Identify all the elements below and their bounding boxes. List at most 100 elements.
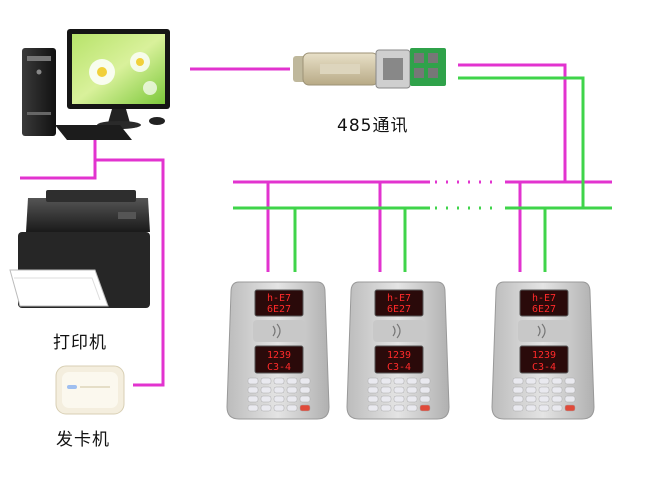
keypad-key: [538, 404, 550, 412]
keypad-key: [419, 386, 431, 394]
keypad-key: [286, 377, 298, 385]
terminal-bottom-display-text: C3-4: [532, 362, 556, 373]
desktop-computer-icon: [22, 29, 170, 140]
keypad-key: [273, 377, 285, 385]
keyboard-icon: [55, 125, 132, 140]
pc-to-card-issuer-link: [95, 158, 165, 387]
keypad-key: [380, 377, 392, 385]
terminal-bottom-display-text: C3-4: [267, 362, 291, 373]
comm-label: 485通讯: [337, 116, 408, 136]
keypad-key: [367, 377, 379, 385]
keypad-key: [286, 395, 298, 403]
keypad-key: [512, 386, 524, 394]
keypad-key: [299, 377, 311, 385]
keypad-key: [406, 395, 418, 403]
keypad-key: [380, 386, 392, 394]
terminal-bottom-display: [254, 345, 304, 374]
card-issuer-label: 发卡机: [56, 430, 110, 450]
keypad-key: [551, 377, 563, 385]
converter-to-magenta-bus: [458, 63, 567, 182]
keypad-key: [564, 404, 576, 412]
keypad-key: [551, 395, 563, 403]
keypad-key: [419, 377, 431, 385]
keypad-key: [538, 377, 550, 385]
terminal-top-display-text: h-E7: [387, 293, 411, 304]
keypad-key: [564, 395, 576, 403]
keypad-key: [367, 386, 379, 394]
keypad-key: [393, 377, 405, 385]
keypad-key: [406, 377, 418, 385]
printer-label: 打印机: [53, 333, 107, 353]
terminal-top-display: [519, 289, 569, 317]
terminal-top-display-text: 6E27: [387, 304, 411, 315]
keypad-key: [286, 404, 298, 412]
terminal-bottom-display: [519, 345, 569, 374]
rf-reader-area: [253, 320, 305, 342]
keypad-key: [538, 386, 550, 394]
terminal-top-display: [254, 289, 304, 317]
keypad-key: [525, 377, 537, 385]
keypad-key: [406, 386, 418, 394]
keypad-key: [299, 395, 311, 403]
rf-reader-area: [373, 320, 425, 342]
keypad-key: [512, 377, 524, 385]
keypad-key: [512, 395, 524, 403]
keypad-key: [538, 395, 550, 403]
terminal-bottom-display-text: C3-4: [387, 362, 411, 373]
keypad-key: [367, 395, 379, 403]
terminal-top-display-text: h-E7: [267, 293, 291, 304]
keypad-key: [247, 377, 259, 385]
terminals: h-E76E271239C3-4h-E76E271239C3-4h-E76E27…: [226, 281, 595, 420]
keypad-key: [551, 386, 563, 394]
keypad-key: [525, 386, 537, 394]
keypad-key: [273, 386, 285, 394]
keypad-key: [247, 395, 259, 403]
terminal-bottom-display-text: 1239: [267, 350, 291, 361]
keypad-key: [406, 404, 418, 412]
keypad-key: [273, 404, 285, 412]
terminal-bottom-display: [374, 345, 424, 374]
keypad-key: [419, 395, 431, 403]
contactless-icon: [537, 323, 546, 339]
keypad-key: [260, 404, 272, 412]
keypad-key: [512, 404, 524, 412]
keypad-key: [367, 404, 379, 412]
terminal-bottom-display-text: 1239: [387, 350, 411, 361]
monitor-icon: [67, 29, 170, 129]
keypad-key: [286, 386, 298, 394]
printer-icon: [9, 190, 150, 308]
keypad-key: [525, 395, 537, 403]
mouse-icon: [149, 117, 165, 125]
terminal-top-display: [374, 289, 424, 317]
keypad-key: [299, 404, 311, 412]
keypad-key: [551, 404, 563, 412]
pc-to-printer-link: [20, 140, 97, 180]
keypad-key: [419, 404, 431, 412]
keypad-key: [393, 395, 405, 403]
contactless-icon: [272, 323, 281, 339]
keypad-key: [564, 377, 576, 385]
terminal-top-display-text: h-E7: [532, 293, 556, 304]
keypad-key: [260, 395, 272, 403]
keypad-key: [260, 377, 272, 385]
converter-to-green-bus: [458, 76, 585, 208]
keypad-key: [564, 386, 576, 394]
wiring: [20, 63, 612, 387]
keypad-key: [380, 404, 392, 412]
keypad-key: [380, 395, 392, 403]
converter-icon: [293, 48, 446, 89]
rf-reader-area: [518, 320, 570, 342]
card-issuer-icon: [55, 365, 125, 415]
keypad-key: [247, 386, 259, 394]
keypad-key: [299, 386, 311, 394]
terminal-top-display-text: 6E27: [267, 304, 291, 315]
keypad-key: [393, 404, 405, 412]
keypad-key: [525, 404, 537, 412]
keypad-key: [393, 386, 405, 394]
terminal-bottom-display-text: 1239: [532, 350, 556, 361]
keypad-key: [273, 395, 285, 403]
